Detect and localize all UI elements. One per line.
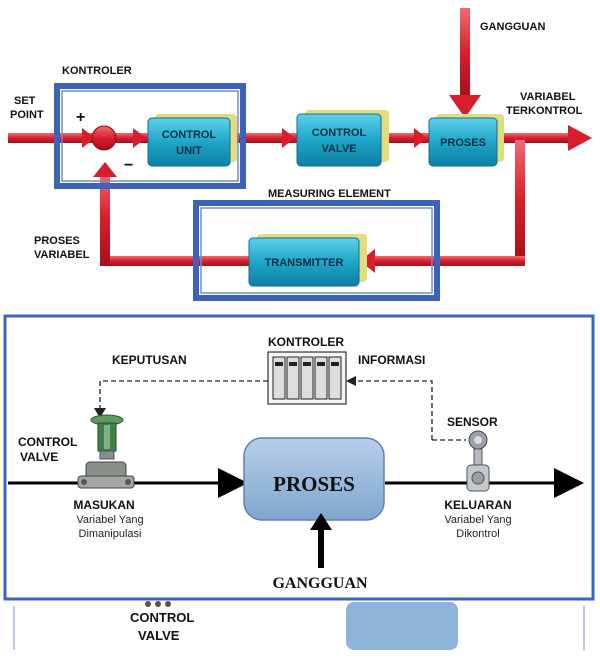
gangguan-label: GANGGUAN [480, 21, 545, 33]
informasi-label: INFORMASI [358, 353, 425, 367]
svg-text:PROSES: PROSES [440, 137, 486, 149]
control-valve-icon [77, 414, 135, 489]
informasi-arrowhead [346, 376, 356, 386]
kontroler-frame [54, 83, 246, 189]
remnant-valve-icon [145, 601, 171, 607]
variabel-terkontrol-label: VARIABEL [520, 91, 576, 103]
gangguan-arrowhead [449, 95, 481, 118]
masukan-desc-2: Dimanipulasi [79, 528, 142, 540]
keputusan-label: KEPUTUSAN [112, 353, 187, 367]
minus-sign: − [124, 157, 133, 174]
keluaran-label: KELUARAN [444, 498, 511, 512]
measuring-element-frame [193, 200, 440, 301]
control-valve-label-2: VALVE [20, 450, 58, 464]
proses-variabel-label: PROSES [34, 235, 80, 247]
kontroler-label-bottom: KONTROLER [268, 335, 344, 349]
proses-variabel-label-2: VARIABEL [34, 249, 90, 261]
dashed-signal-lines [99, 380, 466, 441]
set-point-label: SET [14, 95, 36, 107]
top-diagram: + − CONTROL UNIT CONTROL VALVE PROSES TR… [8, 8, 592, 301]
valve-arrowhead [282, 128, 295, 148]
svg-text:UNIT: UNIT [176, 145, 202, 157]
variabel-terkontrol-label-2: TERKONTROL [506, 105, 583, 117]
proses-label-bottom: PROSES [273, 472, 355, 496]
proses-block-bottom [243, 437, 385, 521]
control-valve-label: CONTROL [18, 435, 77, 449]
setpoint-arrowhead [82, 128, 95, 148]
keputusan-arrowhead [94, 408, 106, 418]
kontroler-label: KONTROLER [62, 65, 132, 77]
plus-sign: + [76, 109, 85, 126]
svg-text:VALVE: VALVE [321, 143, 356, 155]
gangguan-line [460, 8, 470, 98]
bottom-diagram: KONTROLER KEPUTUSAN INFORMASI SENSOR CON… [3, 314, 595, 601]
remnant-control-label: CONTROL [130, 610, 194, 625]
feedback-left-line [100, 170, 110, 266]
svg-text:CONTROL: CONTROL [312, 127, 367, 139]
transmitter-block: TRANSMITTER [248, 234, 367, 287]
set-point-label-2: POINT [10, 109, 44, 121]
gangguan-arrowhead-bottom [310, 513, 332, 530]
proses-block: PROSES [428, 114, 504, 167]
remnant-proses-block [346, 602, 458, 650]
svg-text:CONTROL: CONTROL [162, 129, 217, 141]
svg-text:TRANSMITTER: TRANSMITTER [265, 257, 344, 269]
feedback-arrowhead [93, 162, 117, 177]
keluaran-desc-2: Dikontrol [456, 528, 499, 540]
proses-arrowhead [414, 128, 427, 148]
output-arrowhead [568, 125, 592, 151]
measuring-element-label: MEASURING ELEMENT [268, 188, 391, 200]
remnant-valve-label: VALVE [138, 628, 180, 643]
control-valve-block: CONTROL VALVE [296, 110, 389, 167]
feedback-right-line [515, 140, 525, 262]
gangguan-label-bottom: GANGGUAN [272, 575, 368, 592]
summing-junction [91, 125, 117, 151]
remnant-strip: CONTROL VALVE [13, 601, 585, 650]
kontroler-rack-icon [267, 351, 347, 405]
masukan-label: MASUKAN [73, 498, 134, 512]
keluaran-desc-1: Variabel Yang [444, 514, 511, 526]
unit-arrowhead [133, 128, 146, 148]
transmitter-arrowhead [360, 249, 375, 273]
masukan-desc-1: Variabel Yang [76, 514, 143, 526]
control-unit-block: CONTROL UNIT [147, 114, 237, 167]
sensor-label: SENSOR [447, 415, 498, 429]
sensor-icon [466, 430, 490, 492]
